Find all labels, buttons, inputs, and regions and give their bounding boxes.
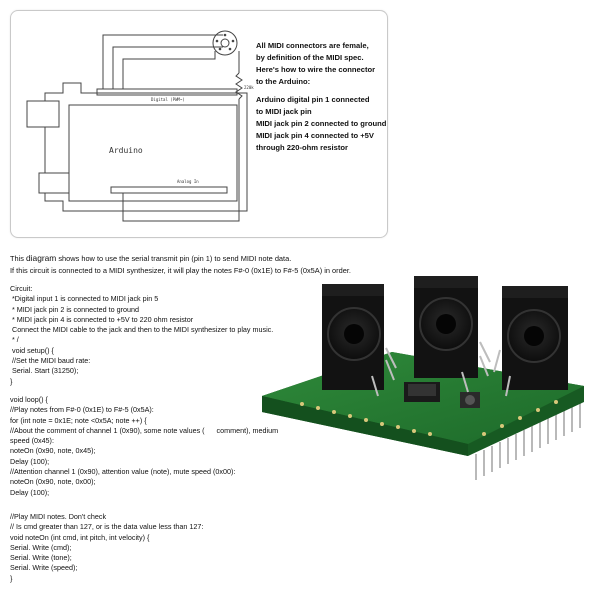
- code-line: //Play notes from F#-0 (0x1E) to F#-5 (0…: [10, 405, 154, 415]
- wiring-note-line: Here's how to wire the connector: [256, 65, 376, 74]
- code-line: void setup() {: [10, 345, 54, 355]
- code-line: speed (0x45):: [10, 436, 54, 446]
- intro-text: This diagram shows how to use the serial…: [10, 252, 480, 277]
- arduino-midi-schematic: Arduino Digital (PWM~) Analog In 220k: [26, 30, 254, 222]
- code-line: }: [10, 573, 13, 583]
- code-line: Serial. Write (speed);: [10, 563, 78, 573]
- intro-line-1: This diagram shows how to use the serial…: [10, 252, 480, 265]
- code-line: Serial. Start (31250);: [10, 366, 79, 376]
- code-line: Serial. Write (tone);: [10, 553, 72, 563]
- wiring-note-line: to the Arduino:: [256, 77, 311, 86]
- intro-keyword: diagram: [26, 253, 57, 263]
- code-line: * /: [10, 335, 19, 345]
- code-line: Delay (100);: [10, 487, 50, 497]
- code-line: * MIDI jack pin 4 is connected to +5V to…: [10, 314, 194, 324]
- code-line: for (int note = 0x1E; note <0x5A; note +…: [10, 415, 147, 425]
- code-line: * MIDI jack pin 2 is connected to ground: [10, 304, 140, 314]
- wiring-note-line: to MIDI jack pin: [256, 107, 312, 116]
- wiring-notes: All MIDI connectors are female, by defin…: [256, 40, 406, 154]
- board-label: Arduino: [109, 146, 143, 155]
- code-listing: Circuit: *Digital input 1 is connected t…: [10, 284, 310, 584]
- code-line: *Digital input 1 is connected to MIDI ja…: [10, 294, 159, 304]
- code-line: void loop() {: [10, 394, 48, 404]
- code-line: }: [10, 376, 13, 386]
- code-line: //Play MIDI notes. Don't check: [10, 511, 107, 521]
- wiring-note-line: Arduino digital pin 1 connected: [256, 95, 370, 104]
- wiring-note-line: MIDI jack pin 2 connected to ground: [256, 119, 387, 128]
- code-line: //About the comment of channel 1 (0x90),…: [10, 425, 279, 435]
- code-line: Connect the MIDI cable to the jack and t…: [10, 325, 274, 335]
- intro-line-2: If this circuit is connected to a MIDI s…: [10, 266, 351, 275]
- header-label-bottom: Analog In: [177, 179, 199, 184]
- code-line: Delay (100);: [10, 456, 50, 466]
- header-label-top: Digital (PWM~): [151, 97, 185, 102]
- code-line: [10, 498, 310, 506]
- code-line: // Is cmd greater than 127, or is the da…: [10, 522, 204, 532]
- wiring-note-line: by definition of the MIDI spec.: [256, 53, 364, 62]
- intro-prefix: This: [10, 254, 27, 263]
- wiring-note-line: MIDI jack pin 4 connected to +5V: [256, 131, 374, 140]
- code-line: noteOn (0x90, note, 0x45);: [10, 446, 96, 456]
- schematic-card: Arduino Digital (PWM~) Analog In 220k: [10, 10, 388, 238]
- code-line: noteOn (0x90, note, 0x00);: [10, 477, 96, 487]
- code-line: Serial. Write (cmd);: [10, 542, 72, 552]
- code-line: //Attention channel 1 (0x90), attention …: [10, 467, 236, 477]
- wiring-note-line: through 220-ohm resistor: [256, 143, 348, 152]
- code-line: //Set the MIDI baud rate:: [10, 356, 91, 366]
- code-line: void noteOn (int cmd, int pitch, int vel…: [10, 532, 150, 542]
- midi-shield-photo: [262, 276, 584, 480]
- intro-rest: shows how to use the serial transmit pin…: [56, 254, 292, 263]
- wiring-note-line: All MIDI connectors are female,: [256, 41, 369, 50]
- code-line: Circuit:: [10, 284, 33, 293]
- resistor-label: 220k: [244, 85, 254, 90]
